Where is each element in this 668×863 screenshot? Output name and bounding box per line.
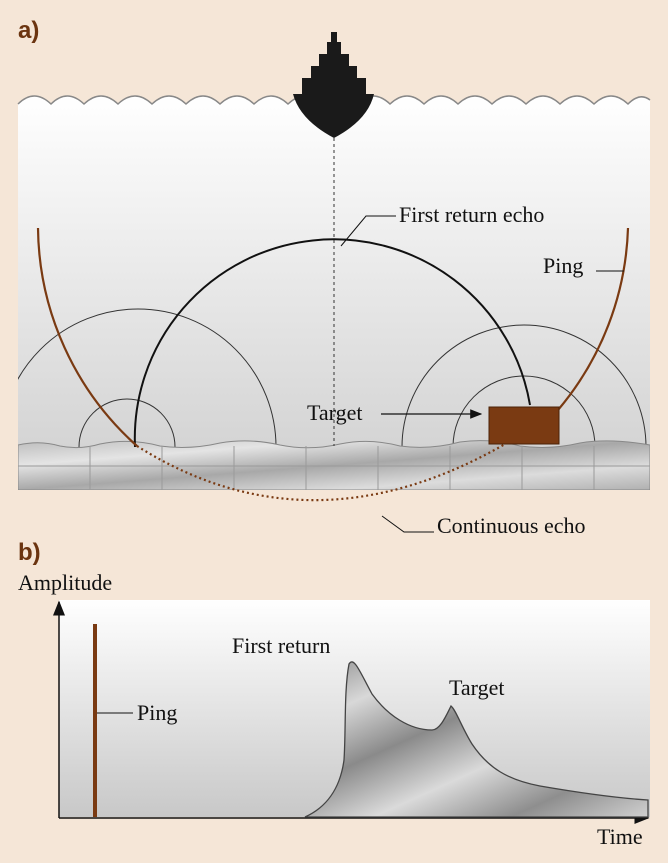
- echo-waveform: [304, 661, 649, 818]
- target-label-b: Target: [449, 675, 504, 700]
- seabed-grid: [18, 446, 650, 490]
- echo-arc-right-small: [452, 375, 596, 448]
- amplitude-axis-label: Amplitude: [18, 570, 112, 595]
- time-axis-label: Time: [597, 824, 643, 849]
- first-return-label: First return: [232, 633, 330, 658]
- ping-arc-right: [557, 227, 630, 411]
- first-return-echo-label: First return echo: [399, 202, 544, 227]
- seabed: [18, 440, 650, 490]
- water-body: [18, 96, 650, 490]
- ship-icon: [293, 32, 374, 138]
- panel-a-label: a): [18, 17, 39, 44]
- continuous-echo-leader: [381, 515, 434, 533]
- target-object: [488, 406, 560, 445]
- first-return-echo-leader: [340, 215, 396, 247]
- continuous-echo-label: Continuous echo: [437, 513, 586, 538]
- target-label-a: Target: [307, 400, 362, 425]
- continuous-echo-arc: [136, 409, 559, 502]
- echo-arc-right-large: [401, 324, 647, 448]
- echo-arc-left-small: [78, 398, 176, 448]
- panel-b-label: b): [18, 539, 41, 566]
- ping-arc: [36, 227, 138, 447]
- ping-label-a: Ping: [543, 253, 583, 278]
- echo-arc-left-large: [18, 308, 277, 448]
- first-return-echo-arc: [133, 238, 531, 448]
- ping-label-b: Ping: [137, 700, 177, 725]
